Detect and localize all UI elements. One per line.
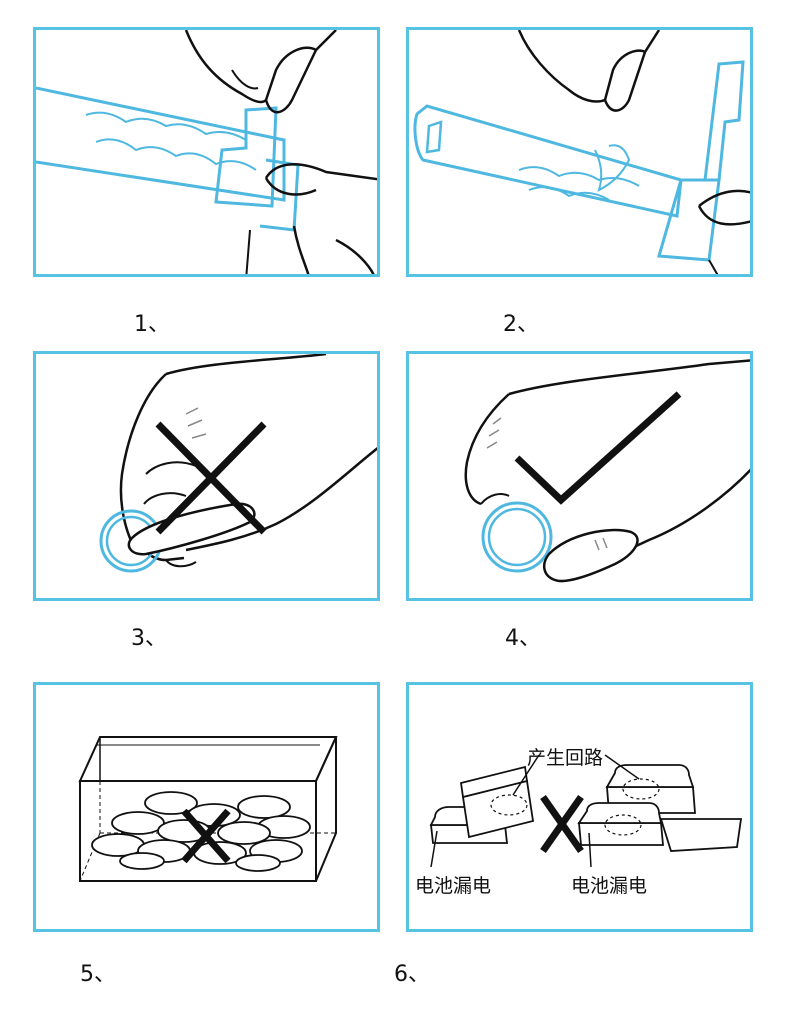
step-3-panel xyxy=(33,351,380,601)
step-5-label: 5、 xyxy=(80,962,116,987)
tear-tab-illustration xyxy=(36,30,377,274)
tab-removed-illustration xyxy=(413,30,750,274)
step-2-label: 2、 xyxy=(503,312,539,337)
step-5-panel xyxy=(33,682,380,932)
short-circuit-illustration xyxy=(429,754,743,868)
step-4-panel xyxy=(406,351,753,601)
wrong-grip-illustration xyxy=(99,354,377,573)
batteries-in-box-illustration xyxy=(78,736,338,882)
step-2-panel xyxy=(406,27,753,277)
leak-left-label: 电池漏电 xyxy=(415,875,492,897)
step-1-panel xyxy=(33,27,380,277)
right-mark-4 xyxy=(514,391,682,505)
step-4-label: 4、 xyxy=(505,626,541,651)
step-6-label: 6、 xyxy=(394,962,430,987)
short-circuit-label: 产生回路 xyxy=(527,747,604,769)
step-3-label: 3、 xyxy=(131,626,167,651)
step-1-label: 1、 xyxy=(134,312,170,337)
correct-grip-illustration xyxy=(464,359,750,583)
leak-right-label: 电池漏电 xyxy=(571,875,648,897)
step-6-panel: 产生回路 电池漏电 电池漏电 xyxy=(406,682,753,932)
